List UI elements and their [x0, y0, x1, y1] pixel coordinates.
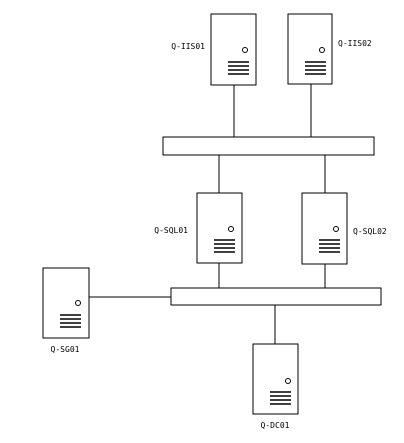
server-q-dc01	[252, 343, 299, 415]
server-q-iis01	[210, 13, 257, 86]
label-q-iis01: Q-IIS01	[171, 42, 205, 51]
label-q-sql02: Q-SQL02	[353, 227, 387, 236]
power-led-icon	[228, 226, 234, 232]
drive-bays-icon	[270, 391, 291, 405]
server-q-iis02	[287, 13, 333, 85]
power-led-icon	[333, 226, 339, 232]
power-led-icon	[75, 300, 81, 306]
label-q-iis02: Q-IIS02	[338, 39, 372, 48]
label-q-sg01: Q-SG01	[51, 345, 80, 354]
drive-bays-icon	[319, 239, 340, 253]
label-q-sql01: Q-SQL01	[154, 226, 188, 235]
bottom-network-bus	[170, 287, 382, 306]
drive-bays-icon	[60, 314, 81, 328]
connector-lines	[89, 84, 326, 344]
power-led-icon	[285, 378, 291, 384]
top-network-bus	[162, 136, 375, 156]
server-tower	[252, 343, 299, 415]
drive-bays-icon	[228, 61, 249, 75]
label-q-dc01: Q-DC01	[261, 421, 290, 430]
server-tower	[301, 192, 348, 265]
server-tower	[210, 13, 257, 86]
power-led-icon	[319, 47, 325, 53]
server-q-sg01	[42, 267, 90, 339]
server-q-sql02	[301, 192, 348, 265]
power-led-icon	[242, 47, 248, 53]
drive-bays-icon	[305, 61, 326, 75]
drive-bays-icon	[214, 239, 235, 253]
server-q-sql01	[196, 192, 243, 264]
